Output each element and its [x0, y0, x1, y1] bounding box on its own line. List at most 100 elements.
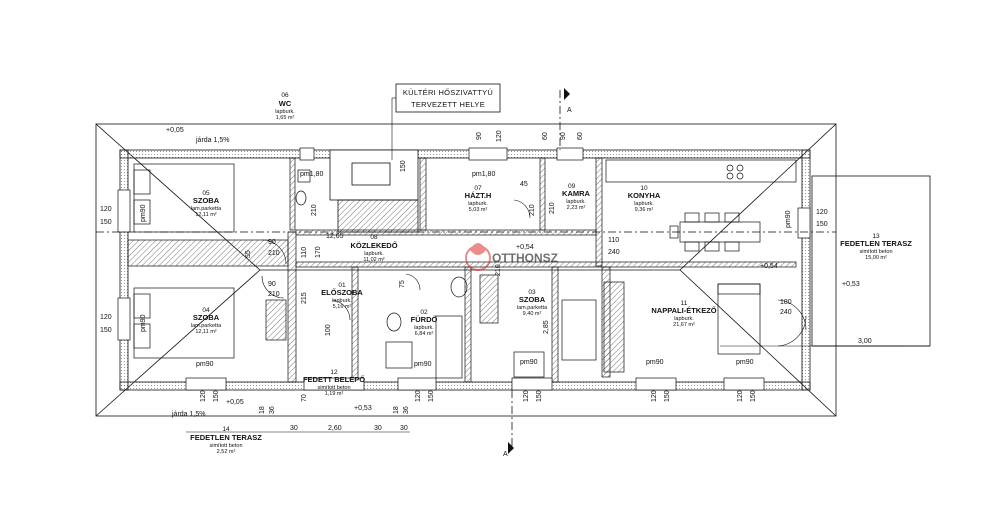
terasz14-area: 2,52 m² [217, 449, 236, 455]
opening-pm90-bed2: pm90 [140, 314, 147, 332]
terasz14-number: 14 [222, 426, 230, 433]
level-bottom-left: +0,05 [226, 399, 244, 406]
terasz14-name: FEDETLEN TERASZ [190, 433, 262, 442]
szoba1-area: 12,11 m² [195, 212, 216, 218]
opening-pm90-2: pm90 [414, 361, 432, 368]
dim-top-60b: 60 [577, 132, 584, 140]
haztarto-name: HÁZT.H [465, 191, 492, 200]
dim-left-120b: 120 [100, 314, 112, 321]
terasz13-number: 13 [872, 233, 880, 240]
dim-285: 2,85 [543, 320, 550, 334]
dim-top-90b: 90 [560, 132, 567, 140]
dim-left-150: 150 [100, 219, 112, 226]
konyha-area: 9,36 m² [635, 207, 654, 213]
watermark-text: OTTHONSZ [492, 251, 558, 265]
terasz13-floor: simított beton [859, 249, 892, 255]
level-entrance: +0,53 [354, 405, 372, 412]
szoba3-floor: lam.parketta [517, 305, 548, 311]
dim-bot-150-3: 150 [536, 390, 543, 402]
nappali-name: NAPPALI-ÉTKEZŐ [651, 306, 716, 315]
terasz13-area: 15,00 m² [865, 255, 887, 261]
dim-top-120: 120 [496, 130, 503, 142]
dim-210-wc: 210 [311, 204, 318, 216]
dim-240-hall-r: 240 [608, 249, 620, 256]
dim-left-120: 120 [100, 206, 112, 213]
szoba1-name: SZOBA [193, 196, 220, 205]
interior-walls [127, 157, 797, 383]
opening-pm90-kitchen: pm90 [785, 210, 792, 228]
dim-bot-120-5: 120 [737, 390, 744, 402]
opening-pm180: pm1,80 [472, 171, 495, 178]
dim-210-hall-mid: 210 [495, 264, 502, 276]
opening-pm90-bed1: pm90 [140, 204, 147, 222]
dim-chain-30c: 30 [400, 425, 408, 432]
dim-110-hall: 110 [301, 247, 308, 258]
wc-area: 1,65 m² [276, 115, 295, 121]
terasz13-name: FEDETLEN TERASZ [840, 239, 912, 248]
belepo-area: 1,19 m² [325, 391, 344, 397]
szoba3-number: 03 [528, 289, 536, 296]
dim-bot-150-2: 150 [428, 390, 435, 402]
dim-110-hall-r: 110 [608, 237, 619, 244]
kozlekedo-number: 08 [370, 234, 378, 241]
dim-bot-36: 36 [269, 406, 276, 414]
eloszoba-floor: lapburk. [332, 298, 352, 304]
dim-right-240: 240 [780, 309, 792, 316]
windows [117, 147, 811, 391]
opening-pm90-1: pm90 [196, 361, 214, 368]
konyha-number: 10 [640, 185, 648, 192]
eloszoba-area: 5,16 m² [333, 304, 352, 310]
dim-210-haztarto: 210 [529, 204, 536, 216]
opening-pm90-3: pm90 [520, 359, 538, 366]
walkway-top: járda 1,5% [195, 137, 229, 144]
dim-210-kamra: 210 [549, 202, 556, 214]
dim-100-bath: 100 [325, 324, 332, 336]
dim-chain-260: 2,60 [328, 425, 342, 432]
wc-floor: lapburk. [275, 109, 295, 115]
opening-pm180b: pm1,80 [300, 171, 323, 178]
kamra-floor: lapburk. [566, 199, 586, 205]
watermark-logo [465, 243, 491, 271]
terasz14-floor: simított beton [209, 443, 242, 449]
furdo-area: 6,84 m² [415, 331, 434, 337]
dim-chain-300: 3,00 [858, 338, 872, 345]
dim-55-hall: 55 [245, 250, 252, 258]
szoba3-name: SZOBA [519, 295, 546, 304]
dim-170-hall: 170 [315, 246, 322, 258]
dim-90-ent: 90 [268, 281, 276, 288]
dim-bot-150-4: 150 [664, 390, 671, 402]
nappali-number: 11 [681, 300, 688, 307]
section-mark-top: A [567, 107, 572, 114]
level-living: +0,54 [760, 263, 778, 270]
dim-top-60a: 60 [542, 132, 549, 140]
szoba1-floor: lam.parketta [191, 206, 222, 212]
dim-bot-120-4: 120 [651, 390, 658, 402]
dim-bot-150-1: 150 [213, 390, 220, 402]
hall-width: 12,65 [326, 233, 344, 240]
dim-bot-150-5: 150 [750, 390, 757, 402]
dim-bot-120-3: 120 [523, 390, 530, 402]
eloszoba-number: 01 [338, 282, 346, 289]
dim-right-120: 120 [816, 209, 828, 216]
wc-name: WC [279, 99, 292, 108]
dim-top-90: 90 [476, 132, 483, 140]
nappali-area: 21,67 m² [673, 322, 695, 328]
dim-bot-18: 18 [259, 406, 266, 414]
furdo-name: FÜRDŐ [411, 315, 438, 324]
konyha-floor: lapburk. [634, 201, 654, 207]
dim-chain-30b: 30 [374, 425, 382, 432]
dim-bot-120-1: 120 [200, 390, 207, 402]
doors [261, 199, 807, 347]
walkway-bottom: járda 1,5% [171, 411, 205, 418]
szoba1-number: 05 [202, 190, 210, 197]
haztarto-floor: lapburk. [468, 201, 488, 207]
nappali-floor: lapburk. [674, 316, 694, 322]
level-terrace-right: +0,53 [842, 281, 860, 288]
haztarto-number: 07 [474, 185, 482, 192]
haztarto-area: 5,03 m² [469, 207, 488, 213]
right-terrace [811, 175, 931, 347]
dim-210-ent: 210 [268, 291, 280, 298]
dim-chain-30a: 30 [290, 425, 298, 432]
heat-pump-callout [391, 83, 501, 160]
